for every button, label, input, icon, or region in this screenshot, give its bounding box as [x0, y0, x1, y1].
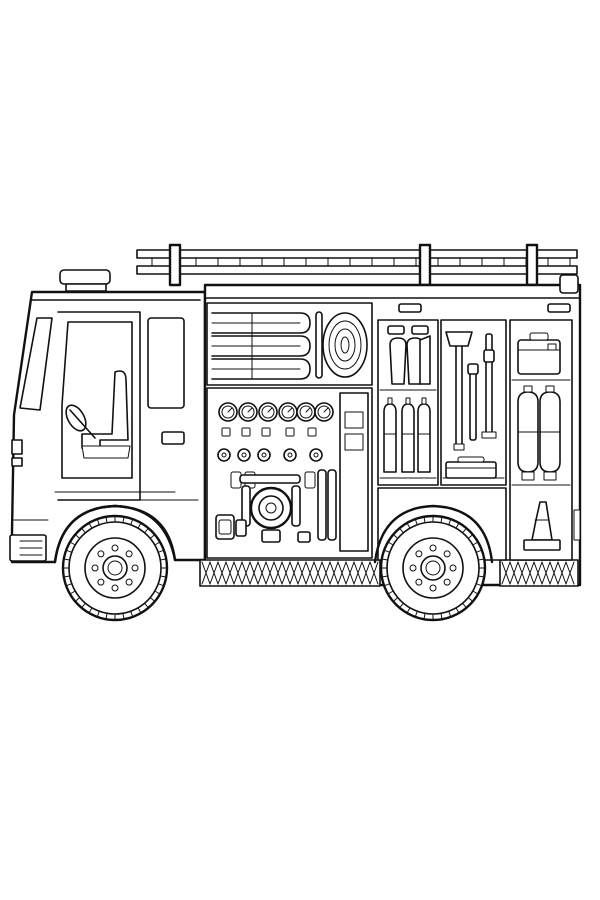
pressure-gauge-icon [239, 403, 257, 421]
pump-manifold [240, 475, 310, 542]
toolbox-icon [446, 457, 496, 478]
pressure-gauge-icon [297, 403, 315, 421]
hose-compartment [207, 303, 372, 385]
nozzle-set [388, 326, 430, 384]
valve-icon [218, 449, 230, 461]
valve-icon [286, 428, 294, 436]
valve-icon [310, 449, 322, 461]
valve-icon [305, 472, 315, 488]
pressure-gauge-icon [315, 403, 333, 421]
pressure-gauge-icon [279, 403, 297, 421]
pry-bar-icon [482, 334, 496, 438]
roof-ladder [137, 245, 577, 285]
seat-icon [82, 371, 130, 458]
valve-icon [258, 449, 270, 461]
valve-icon [222, 428, 230, 436]
pump-panel [207, 388, 372, 558]
valve-icon [238, 449, 250, 461]
air-tank-icon [518, 386, 560, 480]
pressure-gauge-icon [219, 403, 237, 421]
valve-icon [284, 449, 296, 461]
truck-cab [10, 292, 205, 562]
valve-icon [262, 428, 270, 436]
valve-icon [242, 428, 250, 436]
equipment-compartments [378, 320, 580, 560]
crowbar-icon [468, 364, 478, 440]
valve-icon [308, 428, 316, 436]
hose-reel-icon [316, 312, 367, 378]
steering-wheel-icon [62, 402, 95, 438]
pressure-gauge-icon [259, 403, 277, 421]
beacon-light-icon [60, 270, 110, 291]
folded-hoses [212, 313, 310, 379]
axe-icon [446, 332, 472, 450]
rear-wheel-icon [375, 506, 492, 620]
traffic-cone-icon [524, 502, 560, 550]
extinguisher-icon [384, 398, 430, 472]
storage-box-icon [518, 333, 560, 374]
front-wheel-icon [55, 506, 175, 620]
